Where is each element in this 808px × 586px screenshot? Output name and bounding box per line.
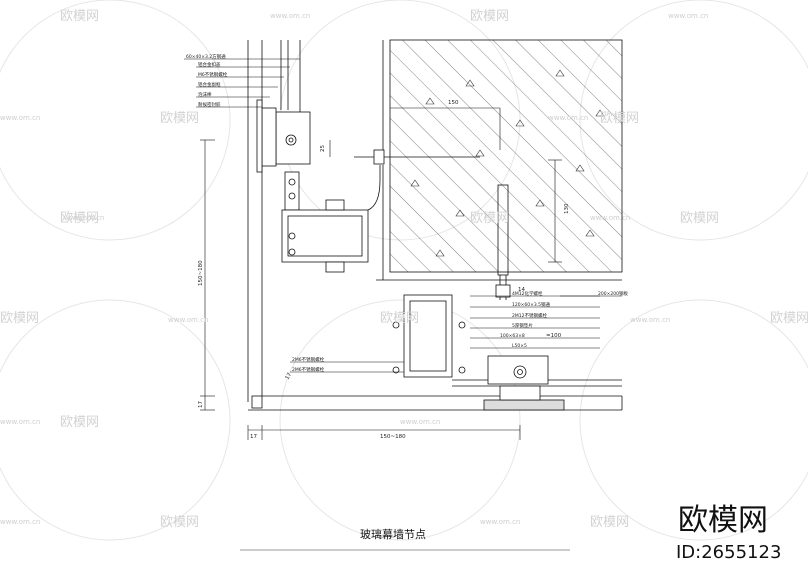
middle-steel-tube	[281, 149, 480, 273]
right-label-2: 2M12不锈钢螺栓	[512, 312, 547, 319]
drawing-title: 玻璃幕墙节点	[360, 527, 426, 541]
right-label-3: 5厚钢垫片	[512, 322, 533, 329]
svg-text:www.om.cn: www.om.cn	[270, 12, 310, 20]
svg-text:欧模网: 欧模网	[60, 9, 99, 24]
label-1: 铝合金扣盖	[198, 61, 221, 68]
svg-text:www.om.cn: www.om.cn	[548, 114, 588, 122]
dim-left-17: 17	[250, 434, 257, 440]
dim-height-150-180: 150~180	[198, 260, 204, 286]
svg-text:欧模网: 欧模网	[600, 111, 639, 126]
left-label-0: 2M6不锈钢螺栓	[292, 356, 325, 363]
dim-height-130: 130	[564, 203, 570, 214]
svg-text:欧模网: 欧模网	[60, 211, 99, 226]
svg-text:www.om.cn: www.om.cn	[0, 518, 40, 526]
svg-text:www.om.cn: www.om.cn	[64, 214, 104, 222]
left-label-1: 2M6不锈钢螺栓	[292, 366, 325, 373]
svg-text:www.om.cn: www.om.cn	[480, 518, 520, 526]
svg-text:www.om.cn: www.om.cn	[630, 316, 670, 324]
svg-text:www.om.cn: www.om.cn	[0, 418, 40, 426]
label-0: 60×40×3.2方钢通	[186, 53, 226, 60]
brand-logo-text: 欧模网	[678, 503, 768, 538]
svg-text:欧模网: 欧模网	[160, 515, 199, 530]
label-4: 泡沫棒	[198, 91, 212, 98]
svg-text:欧模网: 欧模网	[680, 211, 719, 226]
svg-text:欧模网: 欧模网	[470, 211, 509, 226]
right-label-0: 4M12化学螺栓	[512, 290, 543, 297]
model-id: ID:2655123	[676, 542, 781, 563]
right-labels: 4M12化学螺栓 120×60×3.5钢通 2M12不锈钢螺栓 5厚钢垫片 10…	[500, 290, 628, 349]
svg-text:欧模网: 欧模网	[380, 311, 419, 326]
concrete-slab	[389, 39, 623, 273]
watermark-urls: www.om.cn www.om.cn www.om.cn www.om.cn …	[0, 12, 708, 526]
dim-bottom-17: 17	[198, 401, 204, 408]
lower-bracket	[392, 294, 622, 411]
svg-text:www.om.cn: www.om.cn	[668, 12, 708, 20]
svg-text:www.om.cn: www.om.cn	[0, 114, 40, 122]
top-bracket	[256, 99, 311, 211]
dim-right-100: =100	[546, 333, 562, 339]
svg-text:欧模网: 欧模网	[60, 415, 99, 430]
glass-line	[376, 40, 622, 281]
svg-text:欧模网: 欧模网	[770, 311, 808, 326]
right-label-4: 100×63×8	[500, 333, 525, 339]
watermark-logos: 欧模网 欧模网 欧模网 欧模网 欧模网 欧模网 欧模网 欧模网 欧模网 欧模网 …	[0, 9, 808, 530]
svg-text:欧模网: 欧模网	[590, 515, 629, 530]
svg-text:www.om.cn: www.om.cn	[590, 214, 630, 222]
svg-text:欧模网: 欧模网	[160, 111, 199, 126]
dim-top-150: 150	[448, 100, 459, 106]
svg-text:www.om.cn: www.om.cn	[400, 418, 440, 426]
svg-text:欧模网: 欧模网	[0, 311, 39, 326]
label-3: 铝合金副框	[198, 81, 221, 88]
svg-text:欧模网: 欧模网	[470, 9, 509, 24]
leader-lines	[184, 58, 622, 373]
right-label-5: L50×5	[512, 343, 527, 349]
dim-bottom-horizontal: 150~180	[380, 434, 406, 440]
dim-side-17: 17	[285, 372, 294, 381]
top-left-labels: 60×40×3.2方钢通 铝合金扣盖 M6不锈钢螺栓 铝合金副框 泡沫棒 耐候密…	[186, 53, 228, 108]
svg-text:www.om.cn: www.om.cn	[168, 316, 208, 324]
dim-depth-25: 25	[320, 145, 326, 152]
dimension-texts: 150 25 130 150~180 17 150~180 17 14 17 =…	[198, 100, 570, 440]
right-label-6: 200×200钢板	[598, 290, 628, 297]
dimension-lines	[200, 107, 562, 440]
right-label-1: 120×60×3.5钢通	[512, 301, 551, 308]
label-2: M6不锈钢螺栓	[198, 71, 228, 78]
anchor-bolts	[495, 184, 511, 300]
left-wall	[247, 40, 301, 402]
floor-slab	[248, 395, 623, 411]
dim-gap-14: 14	[518, 287, 525, 293]
left-labels: 2M6不锈钢螺栓 2M6不锈钢螺栓	[292, 356, 325, 373]
label-5: 耐候密封胶	[198, 101, 221, 108]
